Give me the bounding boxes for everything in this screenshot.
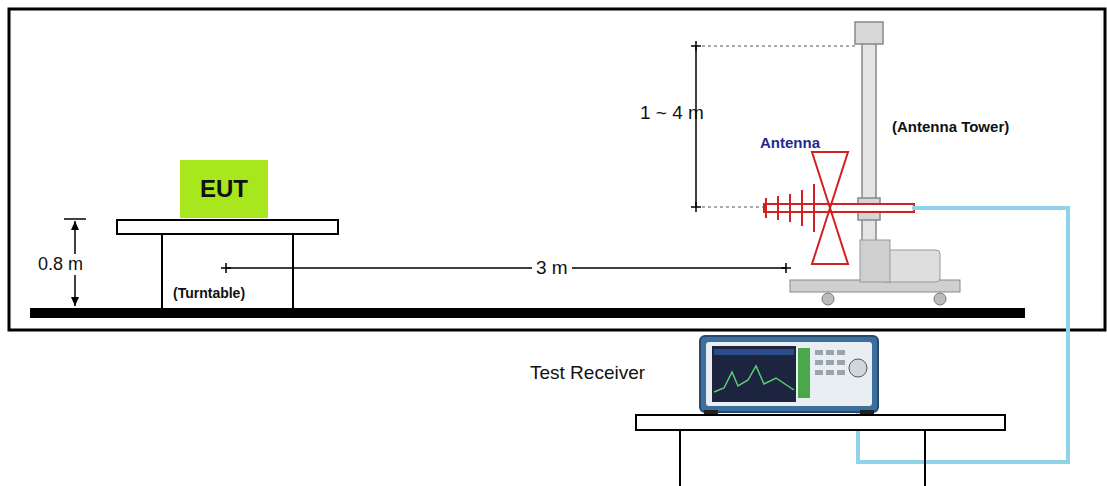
height-dimension: 0.8 m: [34, 254, 87, 275]
turntable-label: (Turntable): [173, 285, 245, 301]
height-dimension: 1 ~ 4 m: [640, 102, 704, 124]
distance-dimension: 3 m: [532, 257, 572, 279]
antenna-label: Antenna: [760, 134, 820, 151]
node-text: EUT: [200, 175, 248, 203]
eut-box: EUT: [180, 160, 268, 218]
tower-label: (Antenna Tower): [892, 118, 1009, 135]
receiver-label: Test Receiver: [530, 362, 645, 384]
